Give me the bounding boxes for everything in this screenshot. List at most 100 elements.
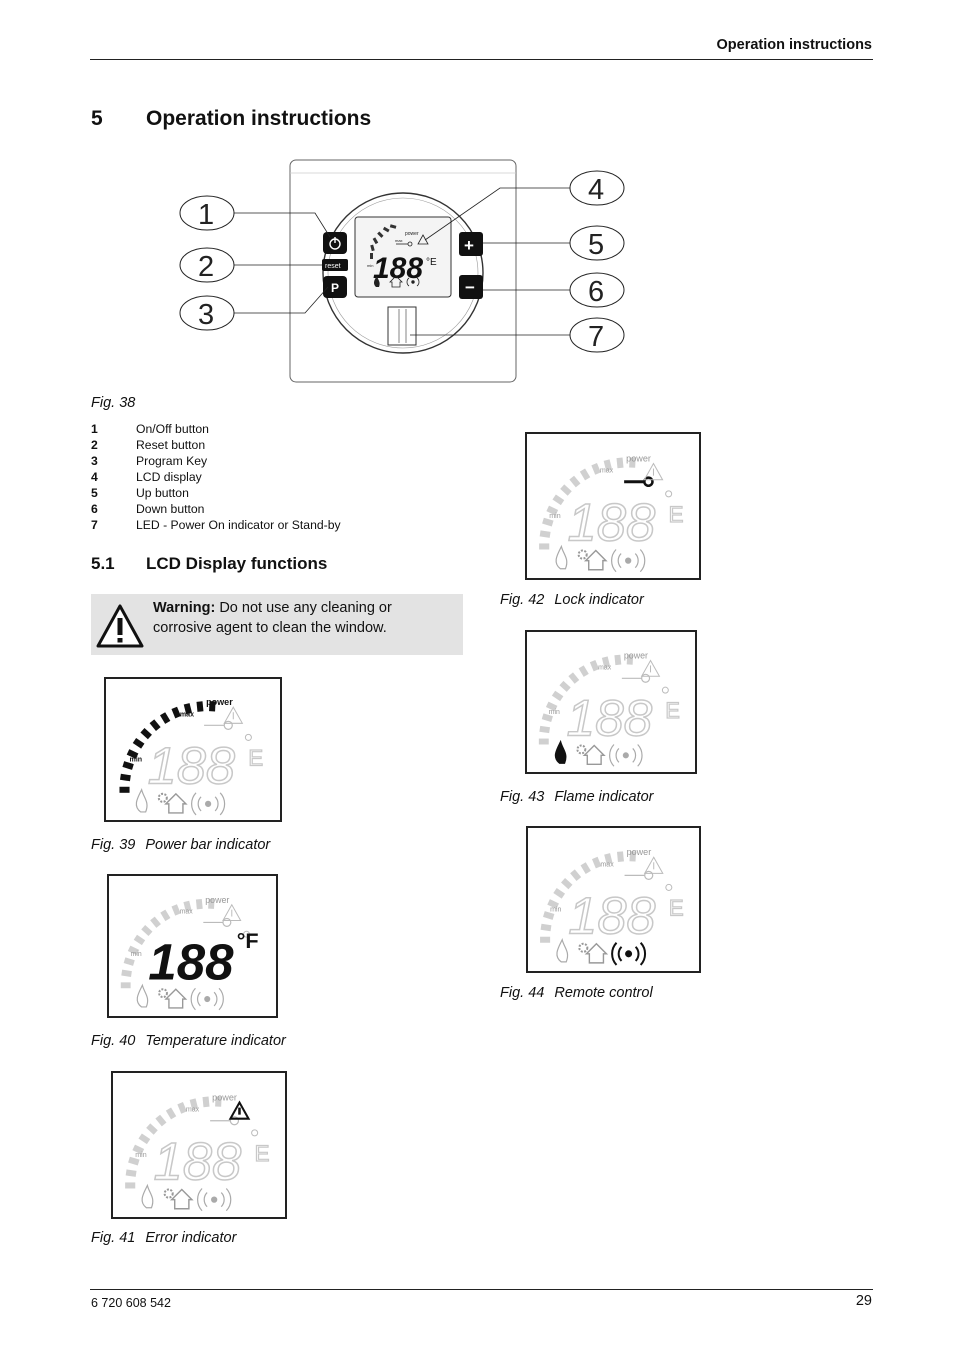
power-segment [196, 701, 204, 712]
power-segment [138, 1133, 151, 1145]
power-segment [542, 517, 554, 527]
fahrenheit-unit: °F [237, 928, 259, 953]
power-segment [539, 725, 551, 734]
power-segment [541, 713, 553, 722]
subsection-title: LCD Display functions [146, 554, 328, 573]
subsection-number: 5.1 [91, 554, 115, 573]
power-segment [579, 468, 591, 481]
power-segment [539, 530, 551, 538]
inactive-digits: 188 [568, 888, 655, 946]
gear-icon [158, 988, 168, 999]
inactive-digits: 188 [148, 738, 235, 796]
panel-power-label: power [405, 231, 419, 237]
power-segment [559, 680, 571, 692]
gear-icon [576, 744, 587, 755]
power-segment [547, 899, 559, 909]
power-segment [126, 749, 139, 759]
flame-icon [135, 788, 148, 813]
key-icon [624, 870, 654, 880]
inactive-digits: 188 [153, 1132, 241, 1191]
key-icon [624, 476, 654, 488]
program-button[interactable]: P [323, 276, 347, 298]
warning-triangle-icon [228, 1100, 251, 1120]
gear-icon [157, 792, 168, 803]
fig38-caption: Fig. 38 [91, 395, 136, 411]
down-button[interactable]: − [459, 275, 483, 299]
up-button-label: + [464, 236, 474, 255]
section-number: 5 [91, 107, 103, 130]
max-label: max [180, 711, 194, 718]
warning-triangle-icon [640, 659, 661, 677]
svg-text:5: 5 [588, 229, 604, 261]
key-icon [621, 673, 651, 683]
callout-1: 1 [179, 195, 235, 231]
power-segment [132, 1144, 145, 1155]
max-label: max [600, 467, 614, 475]
power-segment [155, 1114, 167, 1127]
home-icon [164, 988, 188, 1009]
inactive-unit: E [248, 746, 263, 771]
power-segment [123, 957, 135, 966]
power-label: power [627, 847, 652, 857]
power-segment [591, 856, 602, 869]
power-segment [122, 761, 134, 770]
svg-text:3: 3 [198, 299, 214, 331]
panel-unit: °E [426, 257, 437, 268]
home-icon [582, 744, 606, 765]
inactive-unit: E [669, 896, 684, 921]
panel-digits: 188 [373, 252, 423, 285]
panel-key-icon [396, 241, 413, 247]
key-icon [204, 720, 233, 730]
svg-text:4: 4 [588, 174, 604, 206]
power-segment [171, 706, 181, 719]
power-segment [127, 945, 140, 956]
degree-indicator [665, 883, 673, 891]
min-label: min [549, 709, 560, 716]
power-segment [616, 457, 624, 469]
power-segment [568, 672, 580, 684]
power-segment [171, 904, 181, 916]
callout-4: 4 [569, 170, 625, 206]
document-number: 6 720 608 542 [91, 1296, 171, 1310]
flame-icon [555, 544, 568, 570]
power-segment [159, 712, 171, 724]
power-segment [553, 888, 566, 899]
warning-triangle-icon [643, 462, 664, 481]
power-segment [604, 853, 613, 865]
power-segment [540, 923, 552, 932]
svg-text:2: 2 [198, 251, 214, 283]
running-header: Operation instructions [716, 37, 873, 53]
power-segment [570, 869, 582, 881]
power-segment [543, 911, 555, 920]
key-icon [203, 917, 232, 927]
reset-button[interactable]: reset [322, 259, 348, 271]
power-segment [119, 773, 131, 782]
remote-control-icon [190, 987, 224, 1011]
callout-2: 2 [179, 247, 235, 283]
power-segment [140, 728, 152, 740]
power-segment [202, 1096, 210, 1108]
power-label: power [624, 651, 648, 661]
power-label: power [212, 1092, 237, 1102]
svg-text:1: 1 [198, 199, 214, 231]
program-button-label: P [331, 281, 339, 295]
callout-7: 7 [569, 317, 625, 353]
power-segment [183, 900, 192, 912]
power-segment [629, 457, 636, 468]
panel-min-label: min [367, 263, 373, 268]
power-segment [569, 475, 581, 488]
down-button-label: − [465, 278, 475, 297]
power-segment [614, 654, 622, 666]
up-button[interactable]: + [459, 232, 483, 256]
degree-indicator [665, 490, 673, 498]
on-off-button[interactable] [323, 232, 347, 254]
home-icon [164, 792, 188, 814]
inactive-unit: E [669, 502, 684, 527]
